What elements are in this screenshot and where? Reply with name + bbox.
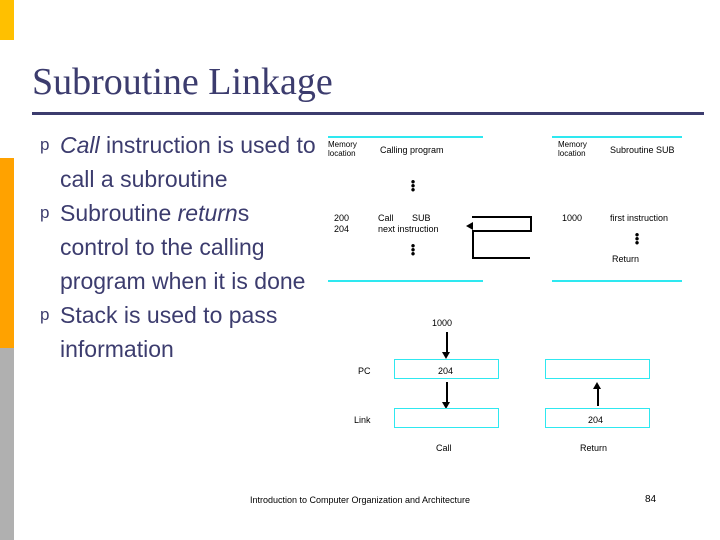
address-1000-label: 1000 — [562, 213, 583, 223]
bullet-marker-icon: p — [40, 135, 50, 154]
return-arrow-horizontal — [472, 230, 532, 232]
return-instruction-label: Return — [612, 254, 640, 264]
memory-location-label-right: Memory — [558, 140, 587, 149]
list-item: p Subroutine returns control to the call… — [40, 196, 320, 298]
footer-page-number: 84 — [645, 494, 657, 505]
pc-label: PC — [358, 366, 371, 376]
link-register-box — [394, 408, 499, 428]
bullet-text: Call instruction is used to call a subro… — [60, 132, 316, 192]
pc-to-link-arrow-line — [446, 382, 448, 404]
call-arrow-horizontal — [472, 216, 532, 218]
return-arrow-up-head — [593, 382, 601, 389]
memory-location-label-left: Memory — [328, 140, 357, 149]
memory-location-label-right-2: location — [558, 149, 586, 158]
sub-operand-label: SUB — [412, 213, 431, 223]
bullet-list: p Call instruction is used to call a sub… — [40, 128, 320, 366]
call-instruction-label: Call — [378, 213, 394, 223]
list-item: p Stack is used to pass information — [40, 298, 320, 366]
return-arrow-up-line — [597, 386, 599, 406]
accent-strip-yellow — [0, 0, 14, 40]
accent-strip-white — [0, 40, 14, 158]
return-bottom-box-value: 204 — [588, 415, 604, 425]
call-arrow-vertical — [530, 216, 532, 230]
pc-to-link-arrow-head — [442, 402, 450, 409]
accent-strip-orange — [0, 158, 14, 348]
bullet-text: Subroutine returns control to the callin… — [60, 200, 306, 294]
call-arrow-head — [466, 222, 473, 230]
value-1000-label: 1000 — [432, 318, 453, 328]
next-instruction-label: next instruction — [378, 224, 439, 234]
list-item: p Call instruction is used to call a sub… — [40, 128, 320, 196]
pc-register-box — [394, 359, 499, 379]
address-204-label: 204 — [334, 224, 350, 234]
subroutine-linkage-diagram: Memory location Calling program ••• 200 … — [320, 128, 720, 468]
footer-text: Introduction to Computer Organization an… — [249, 495, 471, 505]
address-200-label: 200 — [334, 213, 350, 223]
bullet-marker-icon: p — [40, 203, 50, 222]
return-caption: Return — [580, 443, 608, 453]
page-title: Subroutine Linkage — [32, 61, 333, 103]
subroutine-bottom-rule — [552, 280, 682, 282]
vertical-dots-left-bottom: ••• — [410, 238, 416, 261]
calling-program-bottom-rule — [328, 280, 483, 282]
bullet-marker-icon: p — [40, 305, 50, 324]
subroutine-sub-label: Subroutine SUB — [610, 145, 675, 155]
pc-load-arrow-head — [442, 352, 450, 359]
pc-value-label: 204 — [438, 366, 454, 376]
accent-strip-grey — [0, 348, 14, 540]
bullet-text: Stack is used to pass information — [60, 302, 278, 362]
vertical-dots-left-top: ••• — [410, 174, 416, 197]
memory-location-label-left-2: location — [328, 149, 356, 158]
first-instruction-label: first instruction — [610, 213, 669, 223]
return-arrow-bottom — [472, 257, 530, 259]
return-bottom-box — [545, 408, 650, 428]
return-arrow-vertical — [472, 230, 474, 258]
vertical-dots-right: ••• — [634, 227, 640, 250]
pc-load-arrow-line — [446, 332, 448, 354]
subroutine-top-rule — [552, 136, 682, 138]
calling-program-top-rule — [328, 136, 483, 138]
return-top-box — [545, 359, 650, 379]
title-underline — [32, 112, 704, 115]
call-caption: Call — [436, 443, 452, 453]
link-label: Link — [354, 415, 371, 425]
calling-program-label: Calling program — [380, 145, 444, 155]
